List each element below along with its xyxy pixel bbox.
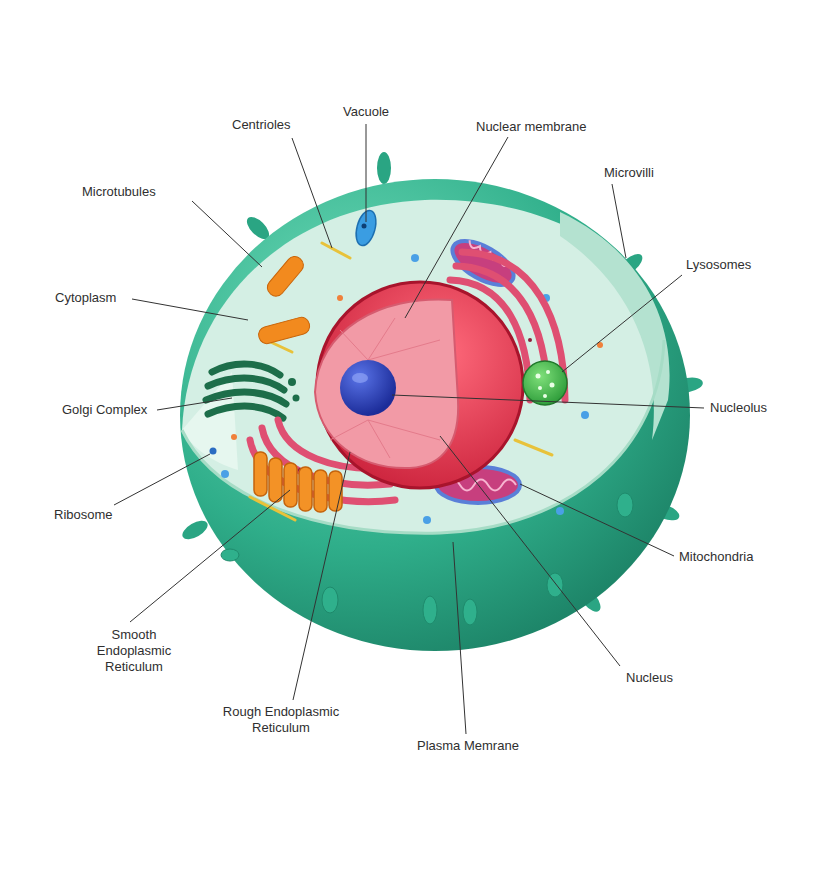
rough-er xyxy=(250,252,565,502)
centrioles xyxy=(250,243,552,520)
granule-dot xyxy=(231,434,237,440)
part-label: Cytoplasm xyxy=(55,290,116,306)
nucleoplasm-lines xyxy=(330,318,440,458)
lysosome-granules xyxy=(536,370,555,398)
surface-bump xyxy=(322,587,338,613)
golgi-cisterna xyxy=(206,392,286,404)
leader-line xyxy=(392,395,704,408)
golgi-cisterna xyxy=(208,406,283,418)
er-ribosome xyxy=(528,338,532,342)
microvillus xyxy=(179,517,210,543)
part-label: Microtubules xyxy=(82,184,156,200)
leader-line xyxy=(132,299,248,320)
granule xyxy=(538,386,542,390)
centriole xyxy=(322,243,350,258)
lysosome xyxy=(523,361,567,405)
nucleoplasm-line xyxy=(368,340,440,360)
microvillus xyxy=(377,152,391,184)
granule xyxy=(543,394,547,398)
golgi-cisterna xyxy=(212,364,280,375)
granule xyxy=(536,374,541,379)
microtubule-rod xyxy=(257,316,312,346)
smooth-er-tube xyxy=(269,458,282,502)
nucleolus xyxy=(340,360,396,416)
part-label: Golgi Complex xyxy=(62,402,147,418)
leader-lines xyxy=(114,124,704,734)
part-label: Plasma Memrane xyxy=(417,738,519,754)
part-label: Centrioles xyxy=(232,117,291,133)
smooth-er-tube xyxy=(329,471,342,511)
nucleolus-highlight xyxy=(352,373,368,383)
ribosome-dot xyxy=(581,411,589,419)
nucleus-cut-face xyxy=(315,300,458,469)
part-label: Nuclear membrane xyxy=(476,119,587,135)
smooth-er-tube xyxy=(254,452,267,496)
ribosome-dot xyxy=(411,254,419,262)
ribosome-dot xyxy=(556,507,564,515)
part-label: Lysosomes xyxy=(686,257,751,273)
leader-line xyxy=(453,542,466,734)
smooth-er-tube xyxy=(284,463,297,507)
leader-line xyxy=(562,275,682,372)
smooth-er xyxy=(254,452,342,512)
granule xyxy=(550,383,555,388)
ribosome-dot xyxy=(210,448,217,455)
smooth-er-tube xyxy=(314,470,327,512)
golgi-cisterna xyxy=(208,378,284,390)
leader-line xyxy=(157,398,232,410)
surface-bump xyxy=(463,599,477,625)
surface-bump xyxy=(617,493,633,517)
part-label: Nucleolus xyxy=(710,400,767,416)
part-label: Nucleus xyxy=(626,670,673,686)
golgi-vesicle xyxy=(288,378,296,386)
ribosome-dot xyxy=(423,516,431,524)
part-label: Mitochondria xyxy=(679,549,753,565)
surface-bump xyxy=(423,596,437,624)
leader-line xyxy=(612,184,626,258)
surface-bump xyxy=(221,549,239,561)
nucleoplasm-line xyxy=(340,330,368,360)
leader-line xyxy=(292,138,332,248)
part-label: Vacuole xyxy=(343,104,389,120)
centriole xyxy=(515,440,552,455)
part-label: Ribosome xyxy=(54,507,113,523)
part-label: Rough Endoplasmic Reticulum xyxy=(206,704,356,736)
part-label: Microvilli xyxy=(604,165,654,181)
microtubules xyxy=(257,253,312,345)
microtubule-rod xyxy=(264,253,307,299)
golgi-complex xyxy=(206,364,300,418)
granule xyxy=(546,370,550,374)
leader-line xyxy=(192,201,262,267)
leader-line xyxy=(114,454,210,505)
granule-dot xyxy=(337,295,343,301)
vacuole-core xyxy=(362,224,367,229)
leader-line xyxy=(130,490,290,622)
leader-line xyxy=(440,436,620,666)
leader-line xyxy=(366,124,367,222)
part-label: Smooth Endoplasmic Reticulum xyxy=(88,627,180,675)
nucleoplasm-line xyxy=(330,420,368,440)
golgi-vesicle xyxy=(293,395,300,402)
nucleoplasm-line xyxy=(368,420,440,440)
ribosome-dot xyxy=(221,470,229,478)
leader-line xyxy=(405,137,508,318)
leader-line xyxy=(520,484,674,556)
ribosomes xyxy=(210,254,604,524)
leader-line xyxy=(293,452,350,700)
plasma-membrane-shell xyxy=(180,179,690,651)
smooth-er-tube xyxy=(299,467,312,511)
